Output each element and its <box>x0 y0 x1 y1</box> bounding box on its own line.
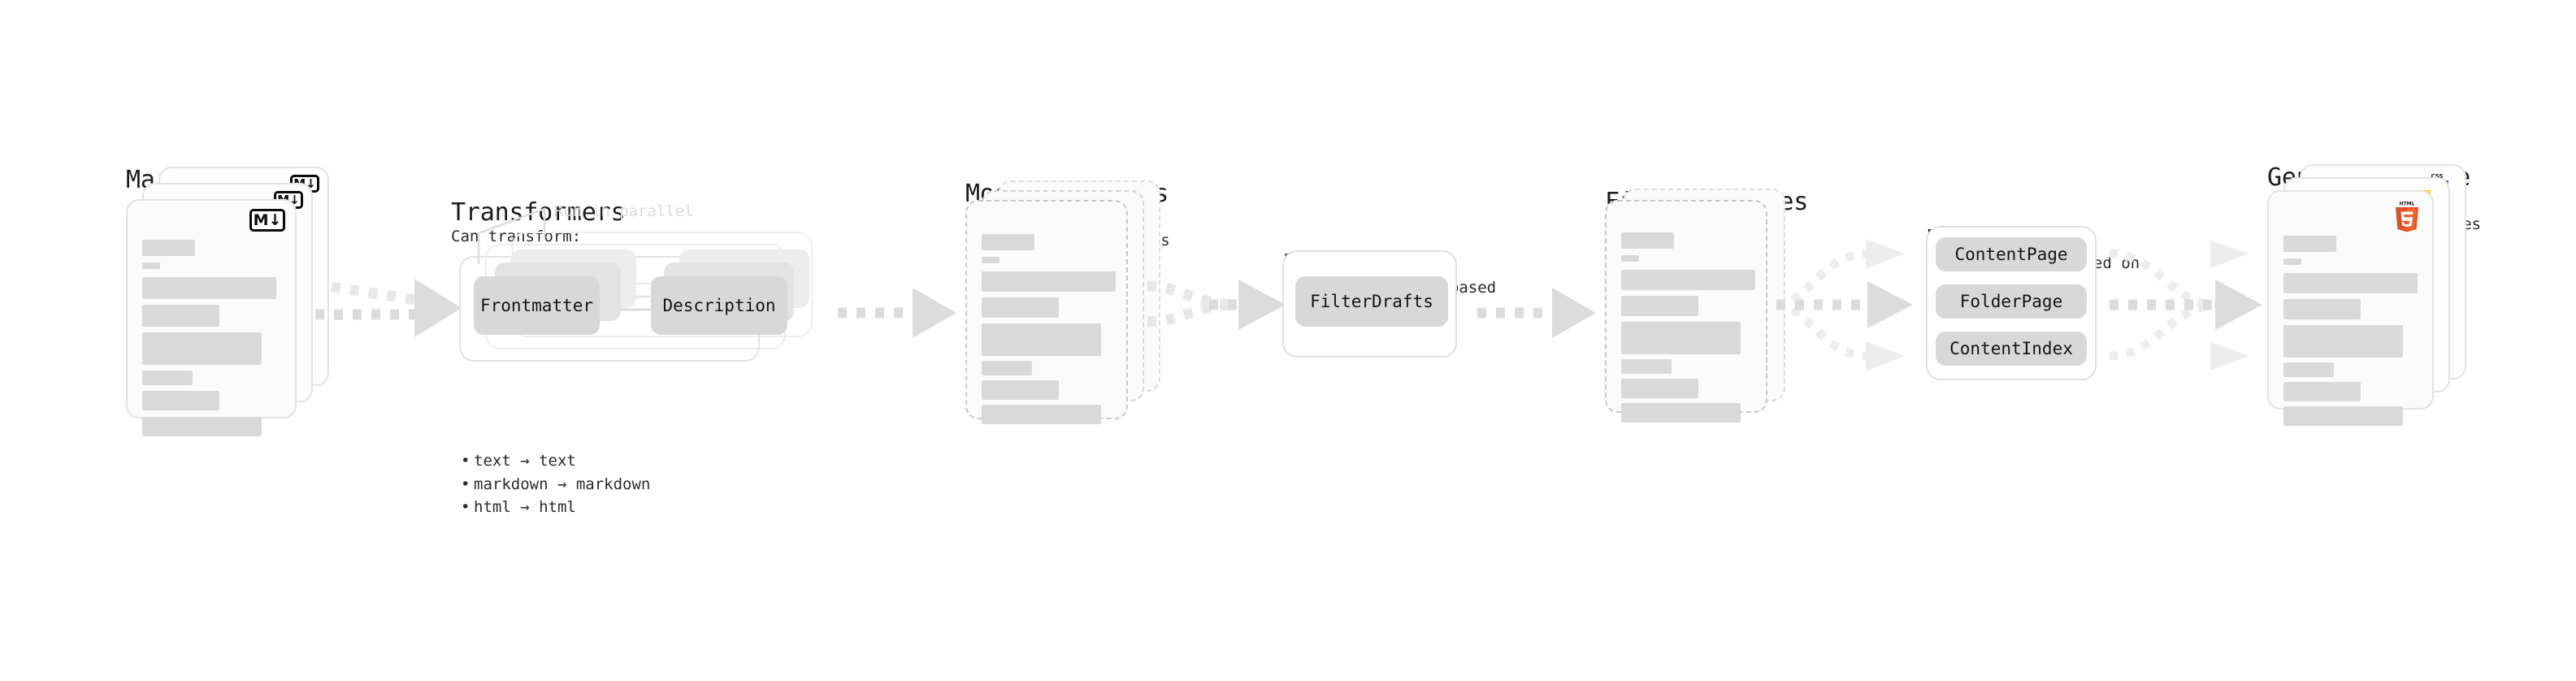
doc-line <box>982 234 1034 250</box>
transformer-plugin-label: Description <box>662 296 776 315</box>
stage-filtered-files: Filtered files <box>1605 189 1808 423</box>
doc-line <box>1621 379 1698 398</box>
emitter-plugin-label: FolderPage <box>1959 292 2063 311</box>
emitter-plugin-folderpage[interactable]: FolderPage <box>1936 284 2087 319</box>
doc-line <box>142 277 276 299</box>
arrow-markdown-to-transformers <box>315 279 462 337</box>
arrow-transformers-to-modified <box>838 288 956 338</box>
doc-line <box>142 262 160 269</box>
filter-plugin-label: FilterDrafts <box>1310 292 1433 311</box>
emitter-plugin-label: ContentPage <box>1954 245 2068 264</box>
svg-text:HTML: HTML <box>2400 202 2415 207</box>
doc-line <box>142 332 262 365</box>
doc-line <box>982 405 1101 424</box>
doc-line <box>142 417 262 436</box>
stage-emitters: ContentPage FolderPage ContentIndex Emit… <box>1926 226 2140 380</box>
doc-line <box>2283 273 2418 293</box>
stage-transformers: Run in parallel Frontmatter Descrip <box>451 199 813 516</box>
stage-markdown-files: M↓ M↓ M↓ Markdown Files <box>126 167 329 436</box>
doc-line <box>142 240 195 256</box>
transformer-plugin-description[interactable]: Description <box>651 276 787 335</box>
run-in-parallel-label: Run in parallel <box>554 202 694 220</box>
emitter-plugin-label: ContentIndex <box>1949 339 2073 358</box>
doc-line <box>982 323 1101 356</box>
css-icon-label: CSS <box>2431 173 2444 180</box>
doc-line <box>1621 403 1741 423</box>
html5-icon: HTML <box>2396 202 2418 232</box>
emitter-plugin-contentindex[interactable]: ContentIndex <box>1936 332 2087 366</box>
doc-line <box>2283 382 2361 401</box>
transformer-plugin-frontmatter[interactable]: Frontmatter <box>474 276 600 335</box>
doc-line <box>1621 255 1639 262</box>
doc-line <box>2283 299 2361 319</box>
transformer-plugin-label: Frontmatter <box>479 296 594 315</box>
doc-line <box>982 361 1032 375</box>
doc-line <box>142 391 219 410</box>
doc-line <box>1621 359 1672 374</box>
doc-line <box>142 371 193 385</box>
doc-line <box>2283 362 2334 377</box>
list-item: markdown → markdown <box>461 473 650 497</box>
site-card-front: HTML <box>2267 190 2434 426</box>
stage-generated-site: CSS HTML Generated Site <box>2267 164 2481 426</box>
arrow-modified-to-filters <box>1147 280 1286 330</box>
doc-line <box>1621 322 1741 354</box>
doc-line <box>2283 258 2301 265</box>
filter-plugin-filterdrafts[interactable]: FilterDrafts <box>1295 276 1448 327</box>
doc-line <box>142 305 219 327</box>
arrow-filtered-to-emitters <box>1776 239 1913 371</box>
stage-modified-files: Modified files HTML Syntax Tree + data f… <box>965 180 1170 424</box>
doc-line <box>982 380 1059 400</box>
transformers-bullet-list: text → text markdown → markdown html → h… <box>461 449 650 519</box>
filtered-card-front <box>1605 200 1767 423</box>
doc-line <box>1621 232 1674 249</box>
doc-line <box>982 271 1116 292</box>
doc-line <box>1621 296 1698 316</box>
emitter-plugin-contentpage[interactable]: ContentPage <box>1936 237 2087 271</box>
modified-card-front <box>965 200 1128 424</box>
markdown-icon: M↓ <box>249 209 285 232</box>
stage-filters: FilterDrafts Filters Remove some files b… <box>1282 250 1496 358</box>
list-item: text → text <box>461 449 650 473</box>
doc-line <box>2283 236 2336 252</box>
doc-line <box>2283 406 2403 426</box>
markdown-card-front: M↓ <box>126 199 297 436</box>
doc-line <box>1621 270 1755 290</box>
doc-line <box>982 297 1059 318</box>
list-item: html → html <box>461 496 650 519</box>
doc-line <box>2283 325 2403 358</box>
doc-line <box>982 257 1000 263</box>
